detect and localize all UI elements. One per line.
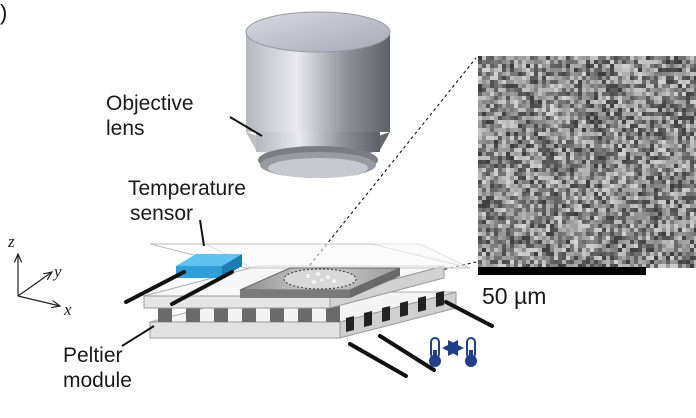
objective-label-line1: Objective — [106, 92, 194, 115]
objective-lens-icon — [245, 11, 391, 178]
panel-letter: ) — [0, 0, 8, 25]
sample-plate-icon — [239, 267, 401, 298]
scale-bar-label: 50 µm — [482, 283, 547, 309]
axis-y-label: y — [54, 262, 62, 281]
sensor-label-line1: Temperature — [128, 177, 246, 200]
thermometer-exchange-icon — [429, 337, 477, 367]
coordinate-axes — [18, 254, 60, 306]
objective-pointer — [229, 116, 263, 137]
peltier-label-line1: Peltier — [63, 344, 123, 367]
micrograph-icon — [478, 56, 696, 268]
peltier-pointer — [121, 325, 155, 347]
peltier-label-line2: module — [63, 369, 132, 392]
scale-bar — [478, 267, 646, 275]
objective-label-line2: lens — [106, 117, 145, 140]
sensor-pointer — [199, 219, 205, 247]
temperature-sensor-icon — [176, 254, 242, 278]
axis-x-label: x — [64, 300, 72, 319]
sensor-label-line2: sensor — [130, 202, 194, 225]
axis-z-label: z — [8, 232, 15, 251]
wires — [124, 270, 494, 378]
